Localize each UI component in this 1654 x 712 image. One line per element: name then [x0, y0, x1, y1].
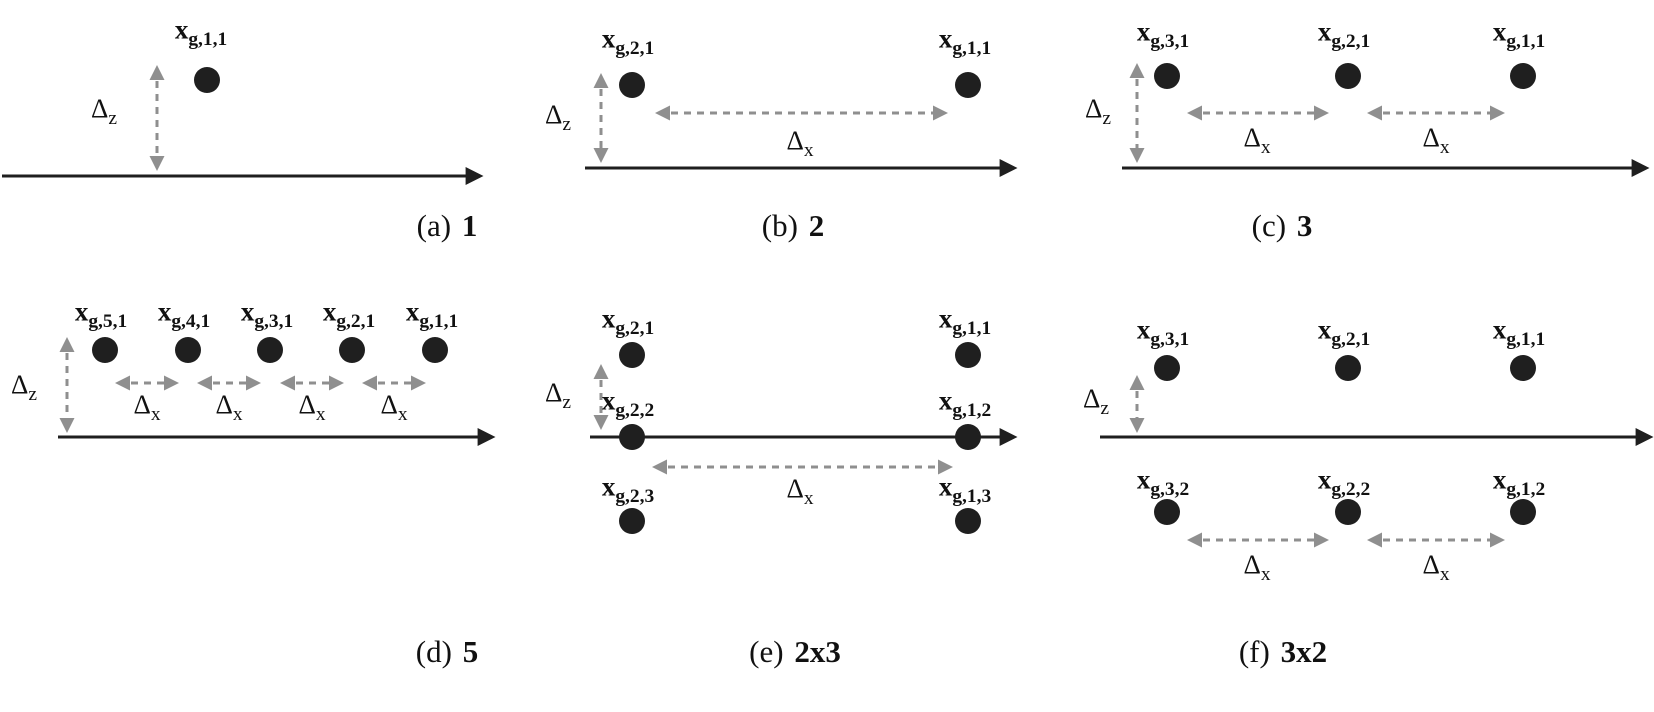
caption-config: 2x3	[794, 634, 841, 669]
caption-index: (a)	[416, 208, 452, 243]
grid-point-dot	[92, 337, 118, 363]
caption-a: (a) 1	[417, 208, 478, 244]
caption-config: 3	[1296, 208, 1313, 243]
grid-point-dot	[619, 508, 645, 534]
grid-point-dot	[619, 342, 645, 368]
grid-point-dot	[339, 337, 365, 363]
grid-point-dot	[175, 337, 201, 363]
grid-point-dot	[955, 342, 981, 368]
caption-index: (c)	[1251, 208, 1287, 243]
caption-index: (f)	[1238, 634, 1270, 669]
grid-point-dot	[1335, 355, 1361, 381]
caption-index: (b)	[761, 208, 798, 243]
grid-point-dot	[1154, 499, 1180, 525]
grid-point-dot	[1510, 355, 1536, 381]
grid-point-dot	[619, 424, 645, 450]
caption-config: 1	[461, 208, 478, 243]
caption-config: 2	[808, 208, 825, 243]
grid-point-dot	[1510, 499, 1536, 525]
grid-point-dot	[955, 508, 981, 534]
grid-point-dot	[1154, 63, 1180, 89]
grid-point-dot	[422, 337, 448, 363]
caption-b: (b) 2	[762, 208, 825, 244]
grid-point-dot	[257, 337, 283, 363]
caption-d: (d) 5	[416, 634, 479, 670]
caption-c: (c) 3	[1252, 208, 1313, 244]
caption-config: 3x2	[1280, 634, 1328, 669]
grid-point-dot	[619, 72, 645, 98]
grid-point-dot	[955, 424, 981, 450]
grid-point-dot	[1335, 499, 1361, 525]
caption-f: (f) 3x2	[1239, 634, 1327, 670]
caption-e: (e) 2x3	[749, 634, 841, 670]
grid-point-dot	[955, 72, 981, 98]
grid-point-dot	[1154, 355, 1180, 381]
grid-point-dot	[1335, 63, 1361, 89]
caption-index: (e)	[749, 634, 784, 669]
grid-point-dot	[194, 67, 220, 93]
caption-config: 5	[462, 634, 479, 669]
caption-index: (d)	[415, 634, 452, 669]
grid-point-dot	[1510, 63, 1536, 89]
